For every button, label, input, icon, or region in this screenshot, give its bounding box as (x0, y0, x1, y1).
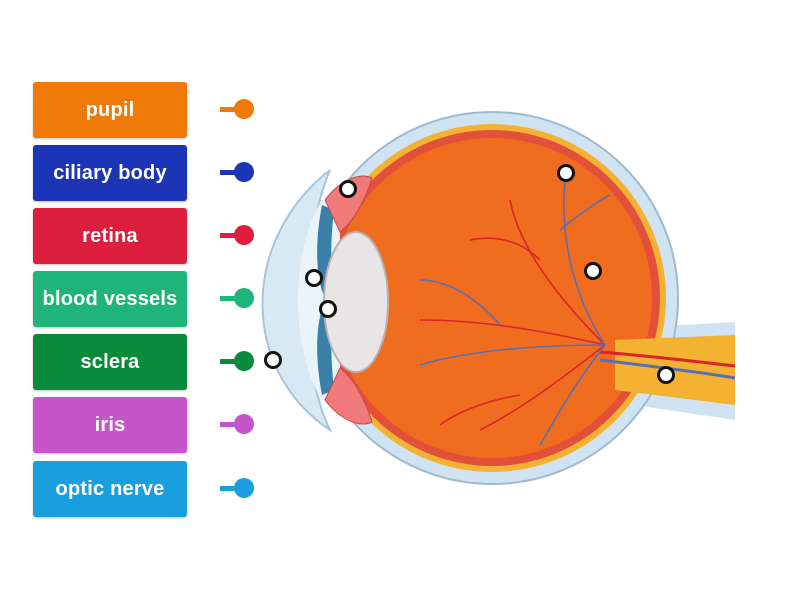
connector-knob[interactable] (234, 351, 254, 371)
label-sclera[interactable]: sclera (33, 334, 254, 390)
label-ciliary-body[interactable]: ciliary body (33, 145, 254, 201)
drop-target-retina[interactable] (584, 262, 602, 280)
label-iris[interactable]: iris (33, 397, 254, 453)
connector-line (220, 107, 238, 112)
retinal-blood-vessels (419, 179, 611, 446)
connector-knob[interactable] (234, 414, 254, 434)
label-text: pupil (85, 98, 135, 121)
connector-line (220, 296, 238, 301)
label-text: iris (94, 413, 126, 436)
connector-knob[interactable] (234, 162, 254, 182)
connector-line (220, 170, 238, 175)
label-text: optic nerve (55, 477, 165, 500)
connector-knob[interactable] (234, 225, 254, 245)
label-optic-nerve[interactable]: optic nerve (33, 461, 254, 517)
label-blood-vessels[interactable]: blood vessels (33, 271, 254, 327)
label-text: sclera (80, 350, 140, 373)
optic-nerve-vessel (599, 350, 736, 368)
label-pupil[interactable]: pupil (33, 82, 254, 138)
eye-interior-shape (332, 138, 652, 458)
drop-target-pupil[interactable] (319, 300, 337, 318)
connector-line (220, 422, 238, 427)
connector-knob[interactable] (234, 288, 254, 308)
connector-knob[interactable] (234, 478, 254, 498)
label-text: ciliary body (53, 161, 167, 184)
drop-target-iris[interactable] (305, 269, 323, 287)
ciliary-body-shape (324, 367, 373, 425)
drop-target-optic-nerve[interactable] (657, 366, 675, 384)
hotspot-layer (264, 164, 675, 384)
label-retina[interactable]: retina (33, 208, 254, 264)
label-text: blood vessels (42, 287, 178, 310)
drop-target-cornea[interactable] (264, 351, 282, 369)
drop-target-ciliary[interactable] (339, 180, 357, 198)
label-bank: pupil ciliary body retina blood vessels … (0, 0, 254, 600)
connector-line (220, 486, 238, 491)
connector-line (220, 359, 238, 364)
eye-cross-section-diagram (261, 111, 736, 485)
connector-knob[interactable] (234, 99, 254, 119)
connector-line (220, 233, 238, 238)
drop-target-sclera[interactable] (557, 164, 575, 182)
label-text: retina (82, 224, 138, 247)
